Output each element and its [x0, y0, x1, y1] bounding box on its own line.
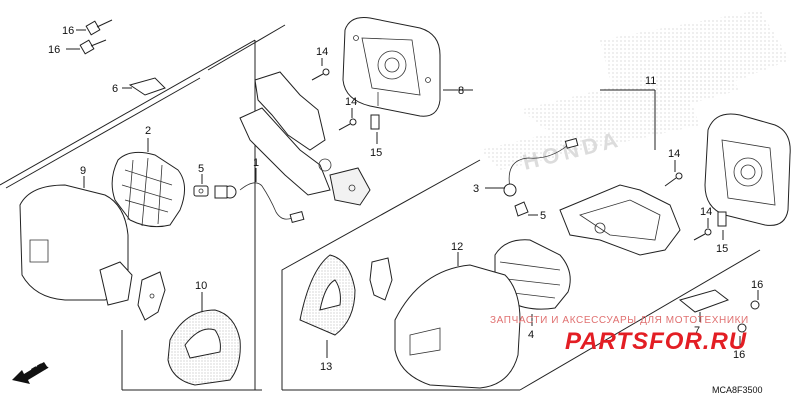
clip-bracket-right — [369, 257, 393, 301]
front-direction-arrow: FR. — [12, 359, 51, 384]
callout-11: 11 — [645, 75, 656, 87]
left-assembly-frame — [0, 24, 286, 391]
callout-14: 14 — [700, 206, 712, 218]
clip-bracket-left — [137, 271, 166, 321]
callout-15: 15 — [370, 147, 382, 159]
callout-2: 2 — [145, 125, 151, 137]
right-assembly-frame — [281, 89, 761, 391]
callout-10: 10 — [195, 280, 207, 292]
callout-16: 16 — [48, 44, 60, 56]
callout-12: 12 — [451, 241, 463, 253]
turn-signal-lens-left — [111, 151, 185, 228]
site-watermark: ЗАПЧАСТИ И АКСЕССУАРЫ ДЛЯ МОТОТЕХНИКИ PA… — [490, 315, 749, 355]
mirror-housing-left — [19, 184, 133, 306]
cover-10 — [167, 309, 241, 386]
callout-8: 8 — [458, 85, 464, 97]
wire-harness-left — [214, 182, 305, 224]
leader-lines — [66, 29, 759, 358]
callout-7: 7 — [694, 325, 700, 337]
callout-15: 15 — [716, 243, 728, 255]
callout-14: 14 — [316, 46, 328, 58]
callout-9: 9 — [80, 165, 86, 177]
callout-4: 4 — [528, 329, 534, 341]
mirror-glass-upper — [342, 17, 441, 117]
callout-16: 16 — [733, 349, 745, 361]
mirror-bracket-right — [559, 184, 681, 256]
callout-16: 16 — [62, 25, 74, 37]
callout-labels: 16 16 6 2 1 5 9 10 14 14 15 8 3 5 4 12 1… — [48, 25, 763, 373]
callout-5: 5 — [198, 163, 204, 175]
bulb-socket-left — [193, 185, 209, 197]
callout-16: 16 — [751, 279, 763, 291]
front-arrow-label: FR. — [30, 359, 51, 378]
wire-harness-right — [503, 137, 579, 217]
cover-13 — [299, 254, 356, 336]
callout-14: 14 — [668, 148, 680, 160]
callout-1: 1 — [253, 157, 259, 169]
screw-set — [79, 19, 760, 333]
mirror-glass-right — [704, 113, 791, 226]
mirror-bracket-upper — [239, 71, 371, 206]
callout-6: 6 — [112, 83, 118, 95]
callout-14: 14 — [345, 96, 357, 108]
callout-13: 13 — [320, 361, 332, 373]
diagram-code: MCA8F3500 — [712, 385, 763, 395]
site-watermark-logo: PARTSFOR.RU — [565, 328, 747, 355]
callout-5: 5 — [540, 210, 546, 222]
site-watermark-caption: ЗАПЧАСТИ И АКСЕССУАРЫ ДЛЯ МОТОТЕХНИКИ — [490, 315, 749, 326]
mirror-housing-right — [394, 264, 521, 389]
callout-3: 3 — [473, 183, 479, 195]
